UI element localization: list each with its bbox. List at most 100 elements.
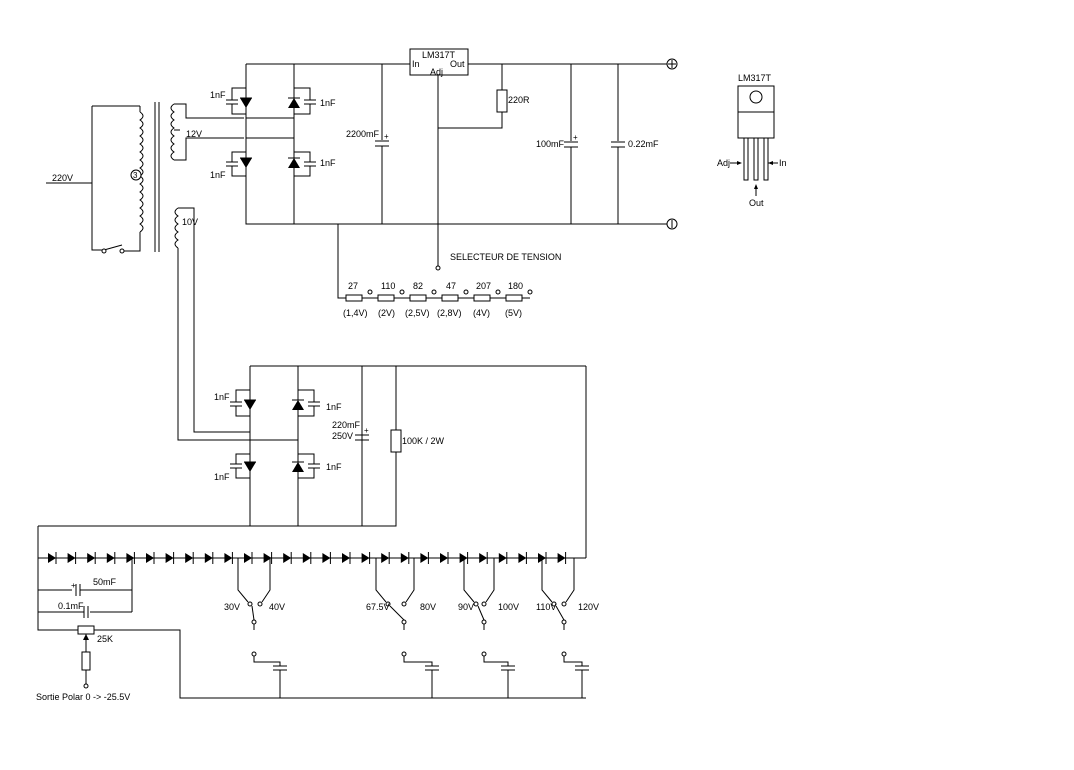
hv-cap-label: 1nF bbox=[326, 462, 342, 472]
zener-diode bbox=[381, 552, 390, 564]
tap-label: 67.5V bbox=[366, 602, 390, 612]
hv-cap-label: 1nF bbox=[214, 472, 230, 482]
tap-switch bbox=[463, 558, 515, 698]
pinout-out-label: Out bbox=[749, 198, 764, 208]
selector-resistor: 207 bbox=[476, 281, 491, 291]
zener-diode bbox=[557, 552, 567, 564]
hv-cap-label: 1nF bbox=[214, 392, 230, 402]
cap-2200-label: 2200mF bbox=[346, 129, 380, 139]
lm317-regulator bbox=[409, 48, 668, 271]
selector-resistor: 47 bbox=[446, 281, 456, 291]
divider-cap2-label: 0.1mF bbox=[58, 601, 84, 611]
selector-resistor: 180 bbox=[508, 281, 523, 291]
zener-diode bbox=[400, 552, 410, 564]
output-capacitors: + bbox=[564, 64, 625, 224]
cap-100-label: 100mF bbox=[536, 139, 565, 149]
resistor-220-label: 220R bbox=[508, 95, 530, 105]
lv-cap-label: 1nF bbox=[320, 98, 336, 108]
zener-diode bbox=[244, 552, 253, 564]
zener-diode bbox=[48, 552, 57, 564]
filter-capacitor-2200: + bbox=[375, 64, 389, 224]
regulator-pin-out: Out bbox=[450, 59, 465, 69]
bridge-diode bbox=[288, 97, 300, 108]
zener-diode bbox=[126, 552, 135, 564]
svg-text:+: + bbox=[364, 426, 369, 435]
selector-resistor: 110 bbox=[381, 281, 395, 291]
mains-voltage-label: 220V bbox=[52, 173, 73, 183]
zener-diode-chain: + bbox=[37, 525, 586, 631]
tap-label: 120V bbox=[578, 602, 599, 612]
selector-title: SELECTEUR DE TENSION bbox=[450, 252, 561, 262]
zener-diode bbox=[67, 552, 77, 564]
tap-label: 30V bbox=[224, 602, 240, 612]
tap-label: 40V bbox=[269, 602, 285, 612]
regulator-name: LM317T bbox=[422, 50, 456, 60]
winding-marker-label: 3 bbox=[133, 171, 138, 180]
svg-text:+: + bbox=[384, 132, 389, 141]
pinout-adj-label: Adj bbox=[717, 158, 730, 168]
selector-voltage: (2V) bbox=[378, 308, 395, 318]
output-terminals bbox=[666, 58, 678, 230]
tap-label: 90V bbox=[458, 602, 474, 612]
zener-diode bbox=[498, 552, 508, 564]
lv-cap-label: 1nF bbox=[320, 158, 336, 168]
zener-diode bbox=[361, 552, 371, 564]
zener-diode bbox=[479, 552, 488, 564]
potentiometer bbox=[77, 625, 586, 699]
tap-switch bbox=[237, 558, 287, 698]
zener-diode bbox=[165, 552, 175, 564]
zener-diode bbox=[185, 552, 194, 564]
selector-voltage: (4V) bbox=[473, 308, 490, 318]
zener-diode bbox=[283, 552, 292, 564]
svg-text:+: + bbox=[573, 133, 578, 142]
winding-marker bbox=[130, 169, 142, 181]
zener-diode bbox=[224, 552, 233, 564]
hv-cap-label: 1nF bbox=[326, 402, 342, 412]
winding-12v-label: 12V bbox=[186, 129, 202, 139]
zener-diode bbox=[302, 552, 312, 564]
zener-diode bbox=[146, 552, 155, 564]
bridge-diode bbox=[288, 157, 300, 168]
zener-diode bbox=[342, 552, 351, 564]
divider-cap1-label: 50mF bbox=[93, 577, 117, 587]
transformer: 3 bbox=[46, 102, 298, 441]
winding-10v-label: 10V bbox=[182, 217, 198, 227]
tap-switch bbox=[541, 558, 589, 698]
hv-filter-cap-voltage: 250V bbox=[332, 431, 353, 441]
lv-cap-label: 1nF bbox=[210, 90, 226, 100]
zener-diode bbox=[106, 552, 116, 564]
voltage-taps bbox=[237, 558, 589, 698]
divider-output-label: Sortie Polar 0 -> -25.5V bbox=[36, 692, 130, 702]
cap-022-label: 0.22mF bbox=[628, 139, 659, 149]
zener-diode bbox=[87, 552, 96, 564]
lv-bridge-rectifier bbox=[226, 63, 668, 225]
zener-diode bbox=[440, 552, 449, 564]
regulator-pin-adj: Adj bbox=[430, 67, 443, 77]
bridge-diode bbox=[240, 157, 252, 168]
lm317-package-drawing bbox=[730, 85, 778, 196]
selector-resistor: 82 bbox=[413, 281, 423, 291]
svg-text:+: + bbox=[71, 581, 76, 590]
selector-voltage: (5V) bbox=[505, 308, 522, 318]
selector-voltage: (1,4V) bbox=[343, 308, 368, 318]
tap-label: 100V bbox=[498, 602, 519, 612]
hv-resistor-label: 100K / 2W bbox=[402, 436, 445, 446]
tap-label: 80V bbox=[420, 602, 436, 612]
lv-cap-label: 1nF bbox=[210, 170, 226, 180]
tap-label: 110V bbox=[536, 602, 556, 612]
zener-diode bbox=[204, 552, 214, 564]
bridge-diode bbox=[240, 97, 252, 108]
pinout-title: LM317T bbox=[738, 73, 772, 83]
zener-diode bbox=[518, 552, 527, 564]
selector-voltage: (2,5V) bbox=[405, 308, 430, 318]
tap-switch bbox=[375, 558, 439, 698]
pinout-in-label: In bbox=[779, 158, 787, 168]
zener-diode bbox=[263, 552, 273, 564]
zener-diode bbox=[322, 552, 331, 564]
voltage-selector-chain bbox=[337, 224, 533, 302]
zener-diode bbox=[420, 552, 429, 564]
pot-label: 25K bbox=[97, 634, 113, 644]
selector-voltage: (2,8V) bbox=[437, 308, 462, 318]
